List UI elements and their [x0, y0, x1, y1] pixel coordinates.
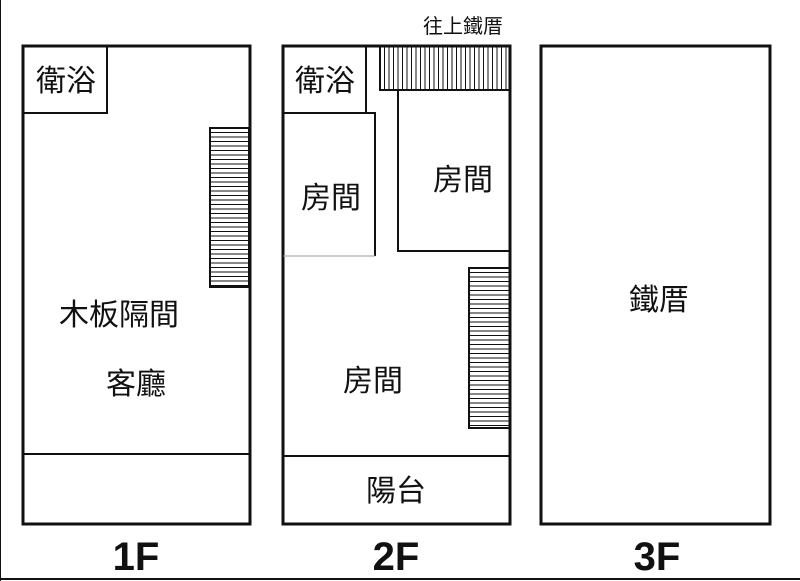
- floor-2f-upper-stair: [379, 45, 511, 91]
- floor-2f-stair-outline: [468, 267, 511, 429]
- floor-2f-stair-note: 往上鐵厝: [423, 14, 503, 38]
- floor-3f-iron-house-label: 鐵厝: [629, 283, 689, 318]
- floor-2f-left-room-label: 房間: [301, 181, 361, 216]
- floor-1f-living-room-label: 客廳: [106, 367, 166, 402]
- floor-2f-upper-stair-outline: [379, 45, 511, 91]
- floor-3f-outline: [539, 44, 772, 526]
- floor-2f-staircase: [468, 267, 511, 429]
- floor-2f-outline: [281, 44, 512, 526]
- floor-2f-main-room-label: 房間: [343, 364, 403, 399]
- floor-2f-bathroom-label: 衛浴: [295, 64, 355, 99]
- floor-2f-upper-stair-treads: [384, 46, 507, 90]
- floor-3f-label: 3F: [634, 535, 681, 579]
- floor-1f-wood-partition-label: 木板隔間: [59, 298, 179, 333]
- floor-1f-stair-treads: [210, 132, 249, 286]
- floor-1f-label: 1F: [113, 535, 160, 579]
- floor-1f: 衛浴 木板隔間 客廳 1F: [21, 44, 252, 579]
- floor-1f-stair-outline: [209, 127, 250, 288]
- floor-2f-balcony-label: 陽台: [366, 474, 426, 509]
- floor-3f: 鐵厝 3F: [539, 44, 772, 579]
- floor-1f-staircase: [209, 127, 250, 288]
- floor-1f-bathroom: [22, 45, 108, 114]
- floor-2f: 往上鐵厝 衛浴 房間 房間 房間 陽台 2F: [281, 14, 512, 579]
- floor-1f-bathroom-label: 衛浴: [36, 64, 96, 99]
- floor-2f-right-room-label: 房間: [433, 163, 493, 198]
- floor-2f-left-room-wall: [283, 112, 376, 256]
- floor-2f-right-room-wall: [397, 91, 510, 252]
- floor-2f-label: 2F: [373, 535, 420, 579]
- floor-2f-stair-treads: [469, 272, 510, 426]
